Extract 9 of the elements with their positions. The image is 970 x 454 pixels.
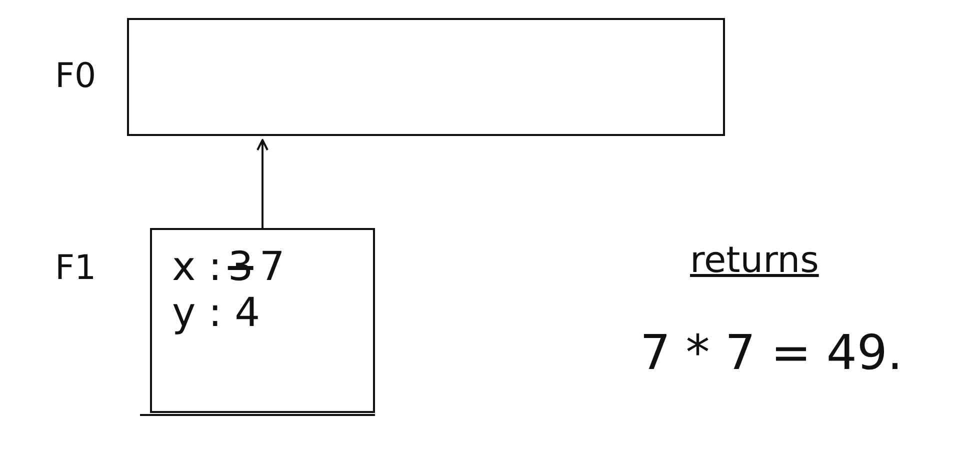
arrow xyxy=(256,139,268,228)
frame-label: F0 xyxy=(55,56,96,96)
variable-text: 7 xyxy=(259,244,285,290)
note-heading: returns xyxy=(690,240,819,281)
variable-text: 3 xyxy=(228,244,254,290)
variable-text: y : 4 xyxy=(172,290,260,336)
frame-label: F1 xyxy=(55,248,96,288)
result-text: 7 * 7 = 49. xyxy=(640,325,903,381)
variable-text: x : xyxy=(172,244,222,290)
